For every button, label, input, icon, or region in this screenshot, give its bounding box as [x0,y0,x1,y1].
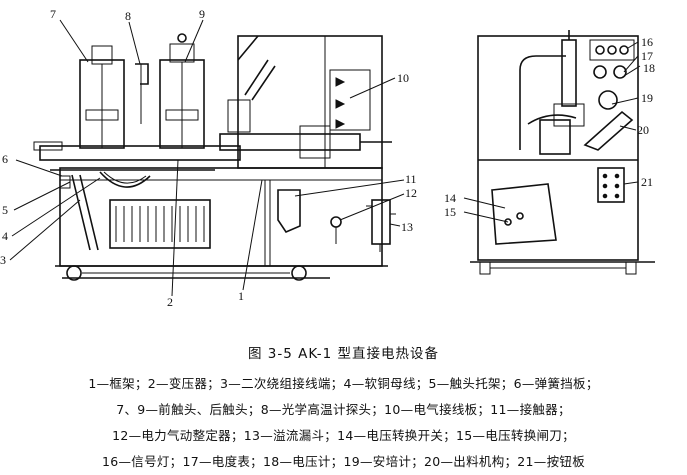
terminal-board [329,69,371,131]
callout-4: 4 [2,229,8,243]
legend-line-2: 7、9—前触头、后触头；8—光学高温计探头；10—电气接线板；11—接触器； [116,402,571,417]
ammeter [613,65,627,79]
voltage-switch [491,183,557,245]
side-view [470,30,655,275]
callout-15: 15 [444,205,456,219]
callout-1: 1 [238,289,244,303]
callout-8: 8 [125,9,131,23]
wheel-right [291,265,307,281]
button-panel [597,167,625,203]
transformer [109,199,211,249]
front-leaders [9,19,405,297]
callout-13: 13 [401,220,413,234]
callout-16: 16 [641,35,653,49]
callout-17: 17 [641,49,653,63]
press-frame [519,55,566,150]
callout-2: 2 [167,295,173,309]
figure-caption: 图 3-5 AK-1 型直接电热设备 [247,346,440,362]
legend-line-1: 1—框架；2—变压器；3—二次绕组接线端；4—软铜母线；5—触头托架；6—弹簧挡… [88,376,599,391]
front-view [33,33,396,281]
horizontal-shaft [219,133,361,151]
contactor [277,189,301,233]
callout-9: 9 [199,7,205,21]
callout-7: 7 [50,7,56,21]
callout-3: 3 [0,253,6,267]
equipment-drawing: 7 8 9 10 6 11 12 5 13 4 3 1 2 16 17 18 1… [0,7,655,309]
overflow-funnel [371,199,391,245]
callout-6: 6 [2,152,8,166]
soft-copper-bus [99,171,151,188]
callouts: 7 8 9 10 6 11 12 5 13 4 3 1 2 16 17 18 1… [0,7,655,309]
callout-19: 19 [641,91,653,105]
side-leaders [463,41,641,223]
voltmeter [593,65,607,79]
callout-20: 20 [637,123,649,137]
callout-12: 12 [405,186,417,200]
discharge-mechanism [583,110,634,151]
callout-21: 21 [641,175,653,189]
signal-lamp [595,45,605,55]
callout-10: 10 [397,71,409,85]
callout-14: 14 [444,191,456,205]
legend-line-3: 12—电力气动整定器；13—溢流漏斗；14—电压转换开关；15—电压转换闸刀； [112,428,575,443]
callout-11: 11 [405,172,417,186]
callout-5: 5 [2,203,8,217]
cabinet [477,35,639,261]
legend-line-4: 16—信号灯；17—电度表；18—电压计；19—安培计；20—出料机构；21—按… [101,454,586,469]
wheel-left [66,265,82,281]
callout-18: 18 [643,61,655,75]
